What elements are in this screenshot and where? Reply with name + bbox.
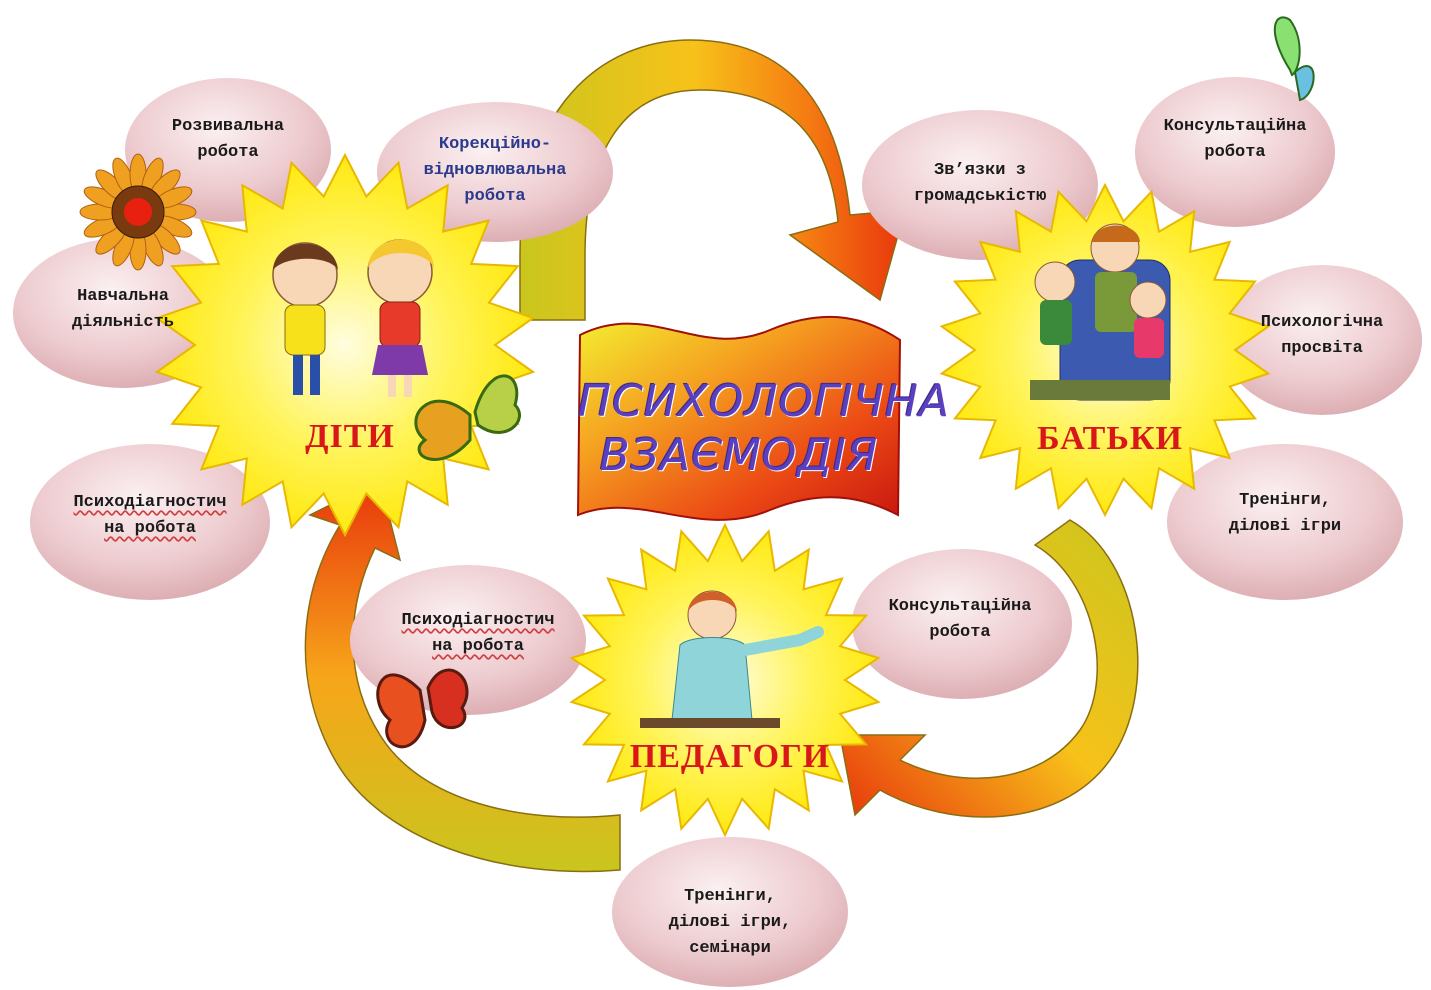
bubble-psychodiagnostic-teachers xyxy=(350,565,586,715)
bubble-public-relations xyxy=(862,110,1098,260)
children-item-2: Корекційно- відновлювальна робота xyxy=(423,135,567,206)
butterfly-icon xyxy=(376,668,469,749)
bubble-trainings-teachers xyxy=(612,837,848,987)
label-children: ДІТИ xyxy=(305,418,395,455)
teachers-item-2: Консультаційна робота xyxy=(888,597,1032,642)
label-teachers: ПЕДАГОГИ xyxy=(629,738,831,775)
title-line-1: ПСИХОЛОГІЧНА xyxy=(578,376,951,427)
label-parents: БАТЬКИ xyxy=(1037,420,1183,457)
title-banner xyxy=(576,316,902,521)
bubble-consulting-parents xyxy=(1135,77,1335,227)
family-illustration-icon xyxy=(1030,223,1171,401)
parents-item-1: Консультаційна робота xyxy=(1163,117,1307,162)
teachers-item-1: Психодіагностич на робота xyxy=(401,611,555,656)
teacher-illustration-icon xyxy=(640,590,824,728)
parents-item-4: Тренінги, ділові ігри xyxy=(1228,491,1342,536)
teachers-item-3: Тренінги, ділові ігри, семінари xyxy=(668,887,792,958)
bubble-learning-activity xyxy=(13,238,233,388)
butterfly-icon xyxy=(1273,16,1315,102)
bubble-consulting-teachers xyxy=(852,549,1072,699)
children-illustration-icon xyxy=(272,239,434,397)
parents-item-2: Зв’язки з громадськістю xyxy=(913,161,1047,206)
children-item-4: Психодіагностич на робота xyxy=(73,493,227,538)
parents-item-3: Психологічна просвіта xyxy=(1260,313,1384,358)
page-title: ПСИХОЛОГІЧНА ВЗАЄМОДІЯ xyxy=(578,375,951,483)
ladybug-icon xyxy=(124,198,152,226)
children-item-1: Розвивальна робота xyxy=(171,117,285,162)
children-item-3: Навчальна діяльність xyxy=(71,287,175,332)
bubble-developmental-work xyxy=(125,78,331,222)
bubble-trainings-parents xyxy=(1167,444,1403,600)
sunflower-icon xyxy=(79,153,197,271)
bubble-psychodiagnostic-children xyxy=(30,444,270,600)
bubble-psych-education xyxy=(1222,265,1422,415)
arrow-parents-to-teachers xyxy=(839,519,1139,818)
arrow-teachers-to-children xyxy=(304,478,621,873)
butterfly-icon xyxy=(414,374,521,461)
title-line-2: ВЗАЄМОДІЯ xyxy=(599,430,879,481)
